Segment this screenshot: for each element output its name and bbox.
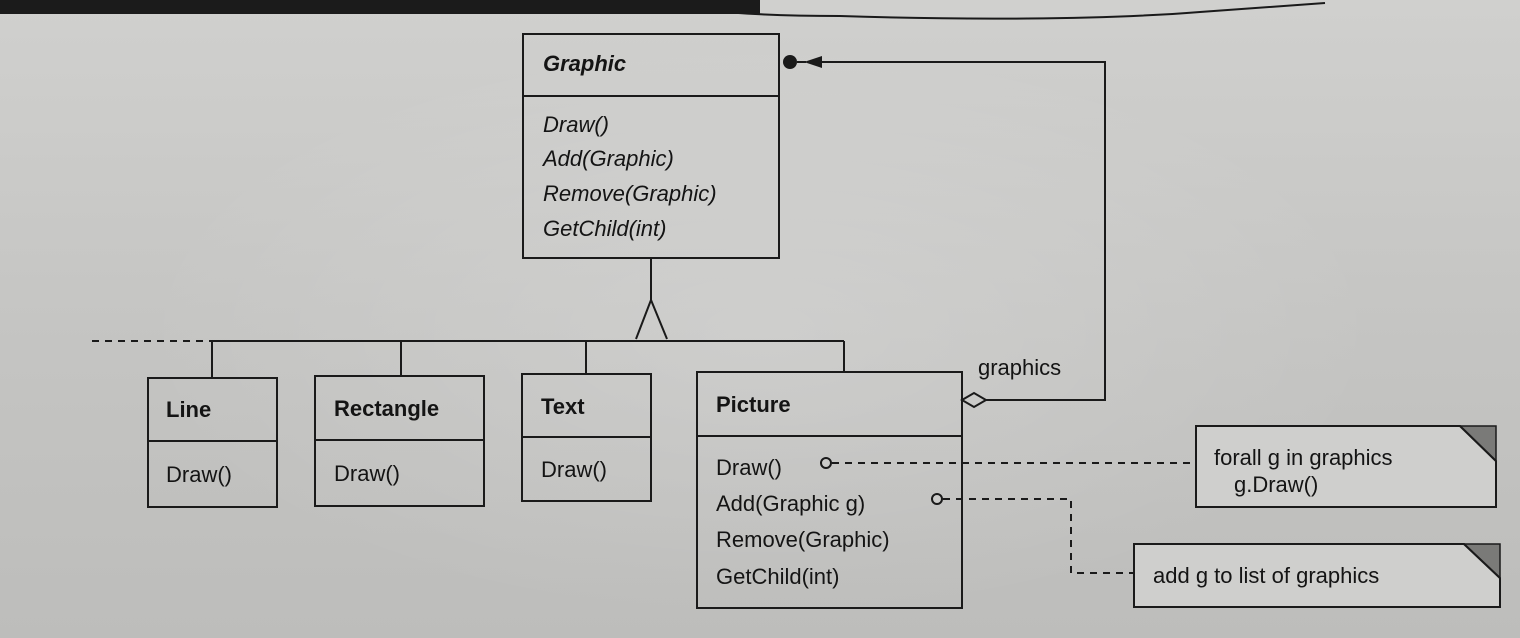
- class-text-name: Text: [541, 394, 585, 419]
- graphic-op-add: Add(Graphic): [541, 146, 674, 171]
- pen-scribble: [649, 2, 1326, 20]
- graphic-op-remove: Remove(Graphic): [543, 181, 717, 206]
- class-text: Text Draw(): [521, 373, 652, 502]
- picture-op-draw: Draw(): [716, 455, 782, 480]
- text-op-draw: Draw(): [541, 457, 607, 482]
- picture-op-remove: Remove(Graphic): [716, 527, 890, 552]
- note-draw-box: [1195, 425, 1497, 508]
- note-add-box: [1133, 543, 1501, 608]
- class-rectangle: Rectangle Draw(): [314, 375, 485, 507]
- note-anchor-draw-icon: [820, 457, 832, 469]
- graphic-op-getchild: GetChild(int): [543, 216, 666, 241]
- note-draw: forall g in graphics g.Draw(): [820, 425, 1497, 508]
- multiplicity-many-dot-icon: [783, 55, 797, 69]
- picture-op-add: Add(Graphic g): [716, 491, 865, 516]
- aggregation-graphics: graphics: [783, 55, 1106, 409]
- class-graphic-name: Graphic: [543, 51, 626, 76]
- graphic-op-draw: Draw(): [543, 112, 609, 137]
- class-picture-name: Picture: [716, 392, 791, 417]
- inheritance-connector: [92, 258, 845, 378]
- class-graphic: Graphic Draw() Add(Graphic) Remove(Graph…: [522, 33, 780, 259]
- class-picture: Picture Draw() Add(Graphic g) Remove(Gra…: [696, 371, 963, 609]
- line-op-draw: Draw(): [166, 462, 232, 487]
- note-anchor-add-icon: [931, 493, 943, 505]
- picture-op-getchild: GetChild(int): [716, 564, 839, 589]
- aggregation-diamond-icon: [960, 391, 988, 409]
- note-draw-line2: g.Draw(): [1234, 472, 1318, 497]
- rectangle-op-draw: Draw(): [334, 461, 400, 486]
- association-role-label: graphics: [978, 355, 1061, 380]
- note-add-line1: add g to list of graphics: [1153, 563, 1379, 588]
- class-rectangle-name: Rectangle: [334, 396, 439, 421]
- class-line-name: Line: [166, 397, 211, 422]
- note-draw-line1: forall g in graphics: [1214, 445, 1393, 470]
- class-line: Line Draw(): [147, 377, 278, 508]
- note-add: add g to list of graphics: [931, 493, 1501, 608]
- association-arrowhead-icon: [804, 56, 822, 68]
- inheritance-arrow-icon: [635, 297, 668, 340]
